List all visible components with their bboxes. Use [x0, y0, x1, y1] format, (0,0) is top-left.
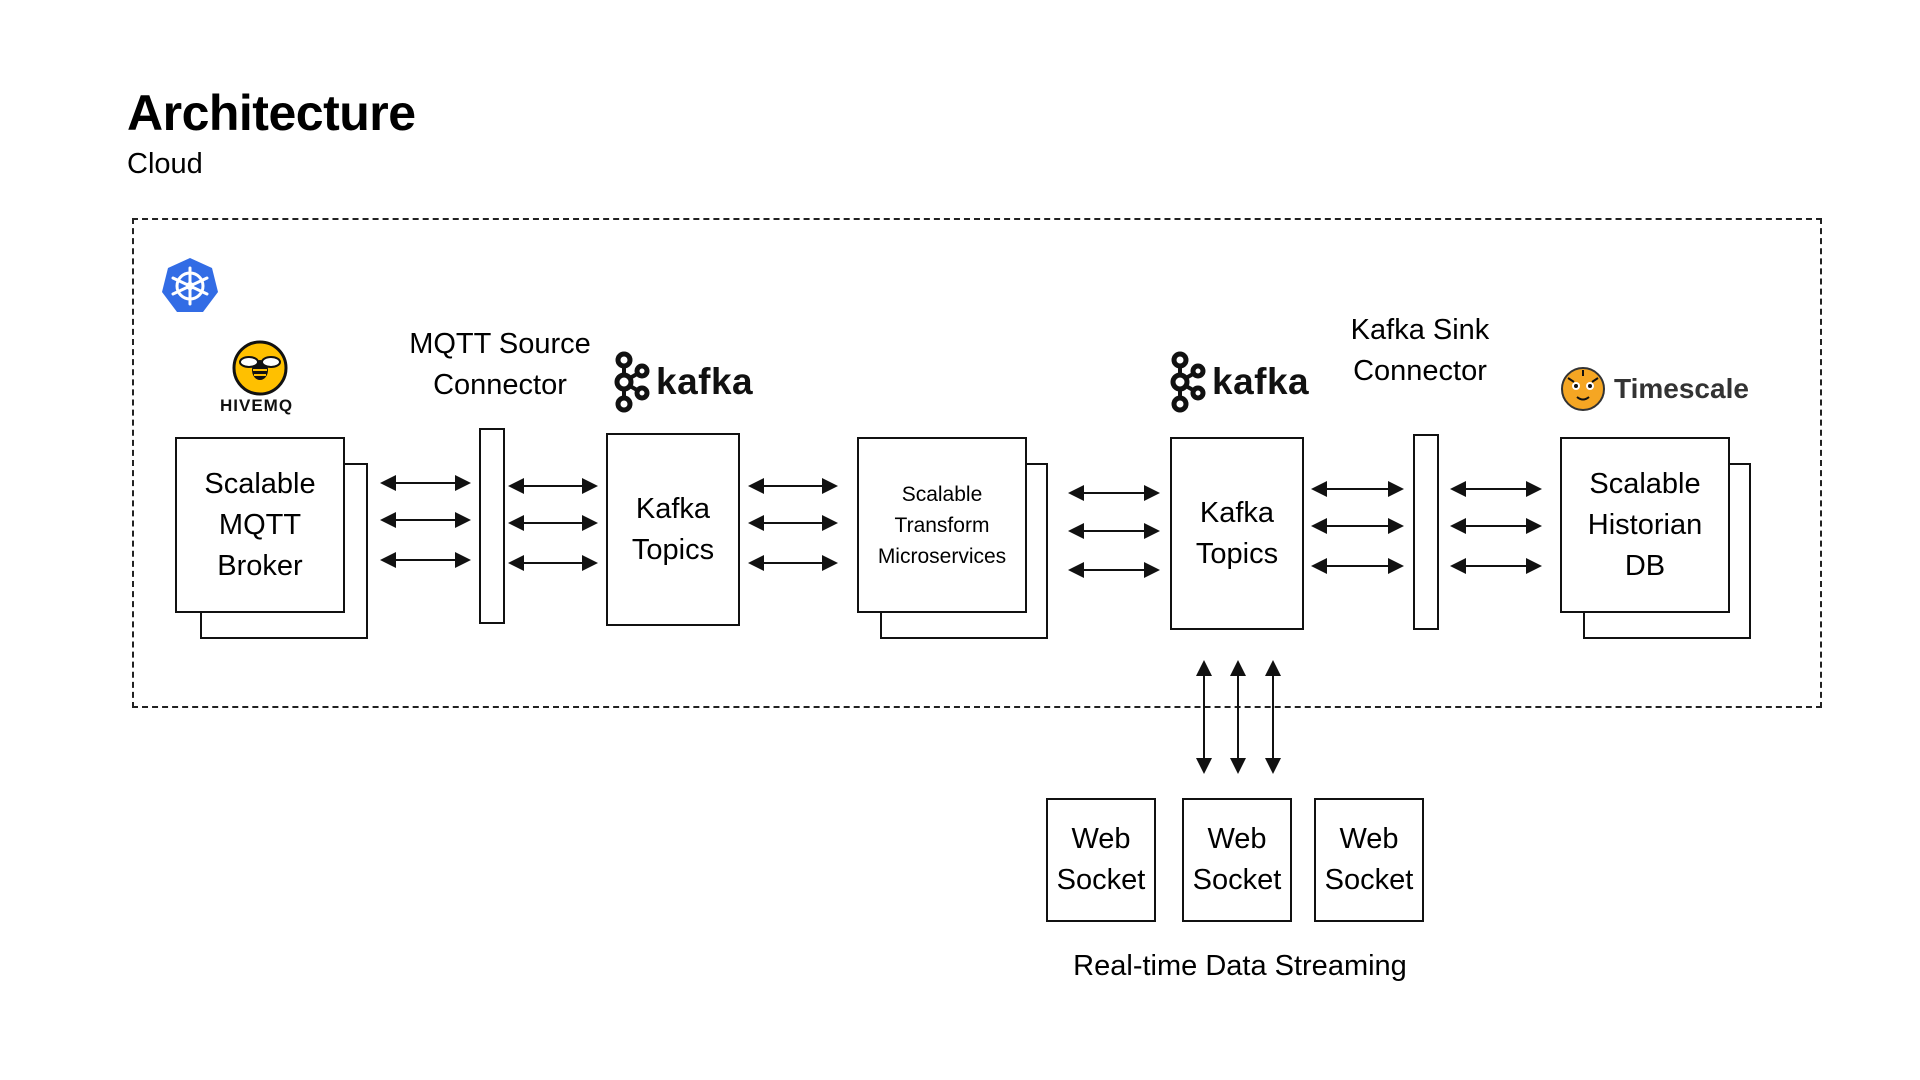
- websocket-box: Web Socket: [1046, 798, 1156, 922]
- cloud-boundary: [132, 218, 1822, 708]
- timescale-logo-icon: Timescale: [1560, 366, 1749, 412]
- hivemq-logo-icon: [232, 340, 288, 396]
- historian-box: Scalable Historian DB: [1560, 437, 1730, 613]
- websocket-text: Web Socket: [1192, 823, 1282, 896]
- page-subtitle: Cloud: [127, 148, 203, 180]
- mqtt-source-connector-bar: [479, 428, 505, 624]
- hivemq-wordmark: HIVEMQ: [220, 396, 294, 415]
- kafka-wordmark: kafka: [1212, 361, 1310, 402]
- websocket-box: Web Socket: [1182, 798, 1292, 922]
- mqtt-broker-text: Scalable MQTT Broker: [204, 467, 316, 582]
- kafka-topics-box: Kafka Topics: [606, 433, 740, 626]
- timescale-wordmark: Timescale: [1614, 373, 1749, 404]
- transform-text: Scalable Transform Microservices: [877, 482, 1007, 568]
- kubernetes-icon: [160, 256, 220, 316]
- websocket-text: Web Socket: [1056, 823, 1146, 896]
- realtime-streaming-label: Real-time Data Streaming: [1073, 950, 1407, 982]
- mqtt-broker-box: Scalable MQTT Broker: [175, 437, 345, 613]
- kafka-topics-box: Kafka Topics: [1170, 437, 1304, 630]
- kafka-topics-text: Kafka Topics: [1195, 496, 1279, 570]
- page-title: Architecture: [127, 85, 416, 141]
- websocket-text: Web Socket: [1324, 823, 1414, 896]
- kafka-logo-icon: kafka: [1166, 350, 1309, 414]
- kafka-sink-connector-label: Kafka Sink Connector: [1350, 314, 1490, 387]
- transform-box: Scalable Transform Microservices: [857, 437, 1027, 613]
- websocket-box: Web Socket: [1314, 798, 1424, 922]
- kafka-logo-icon: kafka: [610, 350, 753, 414]
- kafka-topics-text: Kafka Topics: [631, 492, 715, 566]
- historian-text: Scalable Historian DB: [1587, 467, 1703, 582]
- kafka-wordmark: kafka: [656, 361, 754, 402]
- mqtt-source-connector-label: MQTT Source Connector: [409, 328, 591, 401]
- kafka-sink-connector-bar: [1413, 434, 1439, 630]
